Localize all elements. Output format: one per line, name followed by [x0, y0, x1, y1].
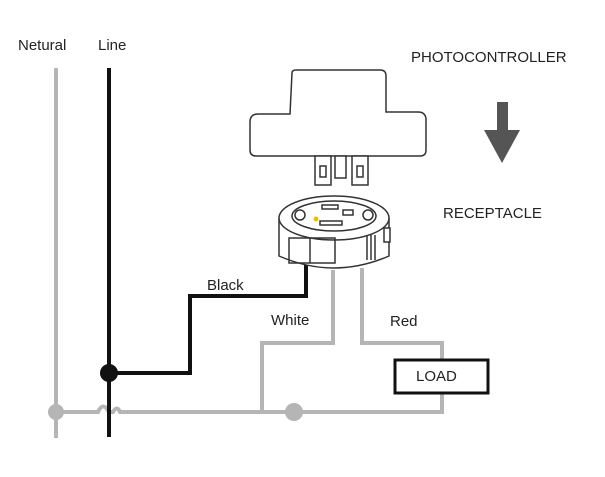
neutral-label: Netural	[18, 37, 67, 54]
photocontroller-device	[249, 69, 427, 186]
load-box	[393, 358, 490, 395]
line-junction-dot	[100, 364, 118, 382]
white-wire	[260, 270, 335, 412]
load-label: LOAD	[416, 368, 457, 385]
line-label: Line	[98, 37, 127, 54]
white-junction-dot	[285, 403, 303, 421]
photocontroller-label: PHOTOCONTROLLER	[411, 49, 567, 66]
neutral-bus-wire	[50, 394, 444, 414]
red-wire	[360, 268, 444, 360]
receptacle-device	[278, 195, 391, 269]
neutral-junction-dot	[48, 404, 64, 420]
receptacle-indicator	[313, 216, 319, 222]
down-arrow-icon	[484, 102, 520, 163]
black-wire	[109, 264, 308, 375]
red-wire-label: Red	[390, 313, 418, 330]
receptacle-label: RECEPTACLE	[443, 205, 542, 222]
white-wire-label: White	[271, 312, 310, 329]
black-wire-label: Black	[207, 277, 244, 294]
